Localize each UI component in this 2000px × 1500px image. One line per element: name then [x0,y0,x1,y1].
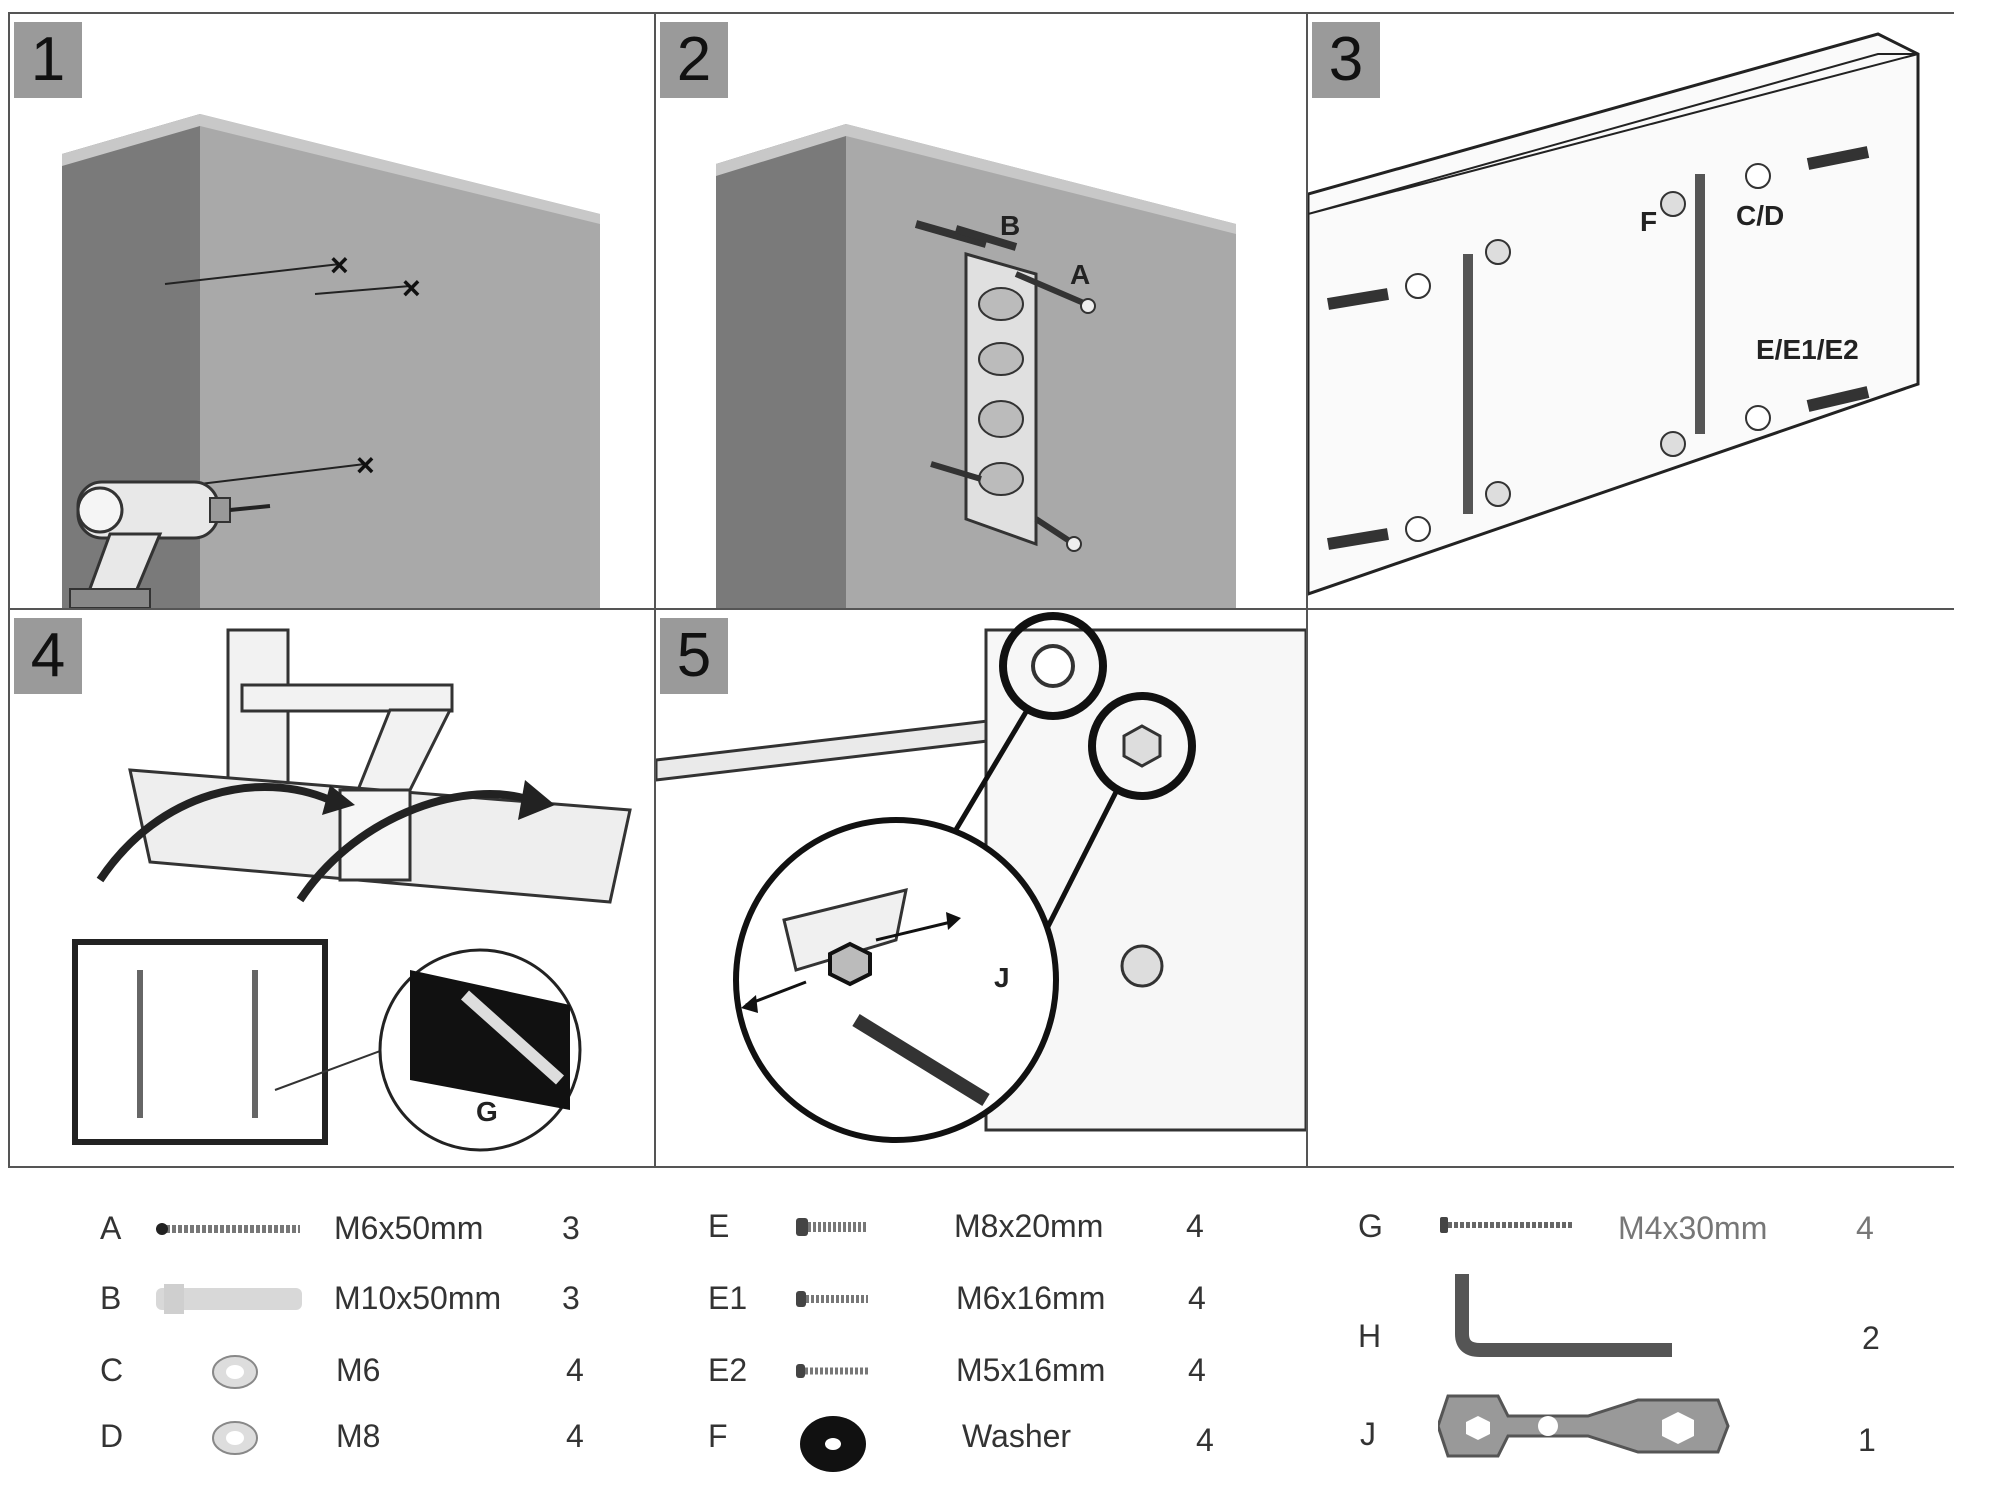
svg-text:×: × [356,447,375,483]
tv-rail-icon [128,768,632,904]
part-qty: 1 [1858,1422,1876,1458]
thin-screw-icon [1440,1217,1574,1233]
part-letter: G [1358,1208,1383,1244]
part-qty: 4 [1186,1208,1204,1244]
wall-anchor-icon [156,1284,302,1314]
part-row: G M4x30mm 4 [1340,1208,1960,1258]
drilling-wall-illustration: × × × [62,114,600,608]
part-row: D M8 4 [0,1418,650,1468]
step-2-number: 2 [660,22,728,98]
part-spec: M8 [336,1418,381,1454]
part-row: A M6x50mm 3 [0,1210,650,1260]
part-spec: M10x50mm [334,1280,502,1316]
grid-line-bottom [8,1166,1954,1168]
callout-f: F [1640,206,1658,237]
part-letter: A [100,1210,122,1246]
step-3-panel: 3 F C/D E/E1/E2 [1308,14,1954,608]
part-row: E2 M5x16mm 4 [700,1352,1260,1402]
part-letter: E [708,1208,730,1244]
bolt-icon [796,1364,868,1378]
part-letter: D [100,1418,124,1454]
callout-g: G [476,1096,498,1127]
part-qty: 3 [562,1280,580,1316]
grid-line-v1 [654,12,656,1168]
swing-arm-icon [226,628,454,812]
callout-b: B [1000,210,1021,241]
step-1-panel: × × × 1 [10,14,654,608]
tighten-bolts-illustration [656,612,1306,1143]
part-spec: Washer [962,1418,1072,1454]
washer-ring-icon [212,1421,258,1455]
step-1-number: 1 [14,22,82,98]
part-letter: B [100,1280,122,1316]
black-washer-icon [800,1416,866,1472]
bolt-icon [796,1291,868,1307]
part-qty: 2 [1862,1320,1880,1356]
step-4-number: 4 [14,618,82,694]
step-2-panel: 2 B A [656,14,1306,608]
step-4-panel: 4 G [10,610,654,1166]
part-qty: 4 [1196,1422,1214,1458]
callout-a: A [1070,259,1091,290]
empty-panel [1308,610,1954,1166]
grid-line-left [8,12,10,1168]
part-letter: H [1358,1318,1382,1354]
svg-text:×: × [402,270,421,306]
part-row: E1 M6x16mm 4 [700,1280,1260,1330]
spanner-icon [1438,1394,1730,1458]
part-spec: M6x16mm [956,1280,1106,1316]
svg-text:×: × [330,247,349,283]
step-3-number: 3 [1312,22,1380,98]
part-qty: 4 [566,1418,584,1454]
callout-j: J [994,962,1010,993]
step-5-panel: 5 J [656,610,1306,1166]
parts-list: A M6x50mm 3 B M10x50mm 3 C M6 4 D M8 4 [0,1168,2000,1500]
callout-cd: C/D [1736,200,1785,231]
hook-arm-illustration [72,628,632,1152]
wall-plate-icon [964,252,1038,547]
part-qty: 4 [1188,1352,1206,1388]
grid-line-mid [8,608,1954,610]
part-row: E M8x20mm 4 [700,1208,1260,1258]
long-screw-icon [156,1223,300,1235]
part-row: J 1 [1340,1386,1960,1476]
part-row: H 2 [1340,1268,1960,1368]
part-spec: M6x50mm [334,1210,484,1246]
part-letter: J [1360,1416,1376,1452]
bolt-icon [796,1218,868,1236]
tv-back-illustration [1308,32,1920,596]
wall-plate-illustration [716,124,1236,608]
grid-line-v2 [1306,12,1308,1168]
part-row: F Washer 4 [700,1414,1260,1474]
part-letter: E2 [708,1352,748,1388]
drill-icon [69,480,271,608]
part-qty: 3 [562,1210,580,1246]
part-spec: M5x16mm [956,1352,1106,1388]
part-spec: M4x30mm [1618,1210,1768,1246]
part-letter: F [708,1418,728,1454]
callout-e: E/E1/E2 [1756,334,1859,365]
step-5-number: 5 [660,618,728,694]
washer-ring-icon [212,1355,258,1389]
part-row: C M6 4 [0,1352,650,1402]
part-spec: M8x20mm [954,1208,1104,1244]
part-spec: M6 [336,1352,381,1388]
part-qty: 4 [1188,1280,1206,1316]
grid-line-top [8,12,1954,14]
part-letter: C [100,1352,124,1388]
part-qty: 4 [1856,1210,1874,1246]
part-letter: E1 [708,1280,748,1316]
part-qty: 4 [566,1352,584,1388]
part-row: B M10x50mm 3 [0,1280,650,1330]
allen-key-icon [1455,1274,1672,1357]
